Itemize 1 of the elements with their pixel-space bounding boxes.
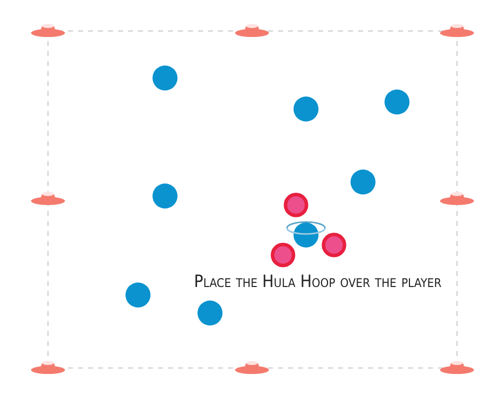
instruction-text: Place the Hula Hoop over the player xyxy=(194,272,442,292)
